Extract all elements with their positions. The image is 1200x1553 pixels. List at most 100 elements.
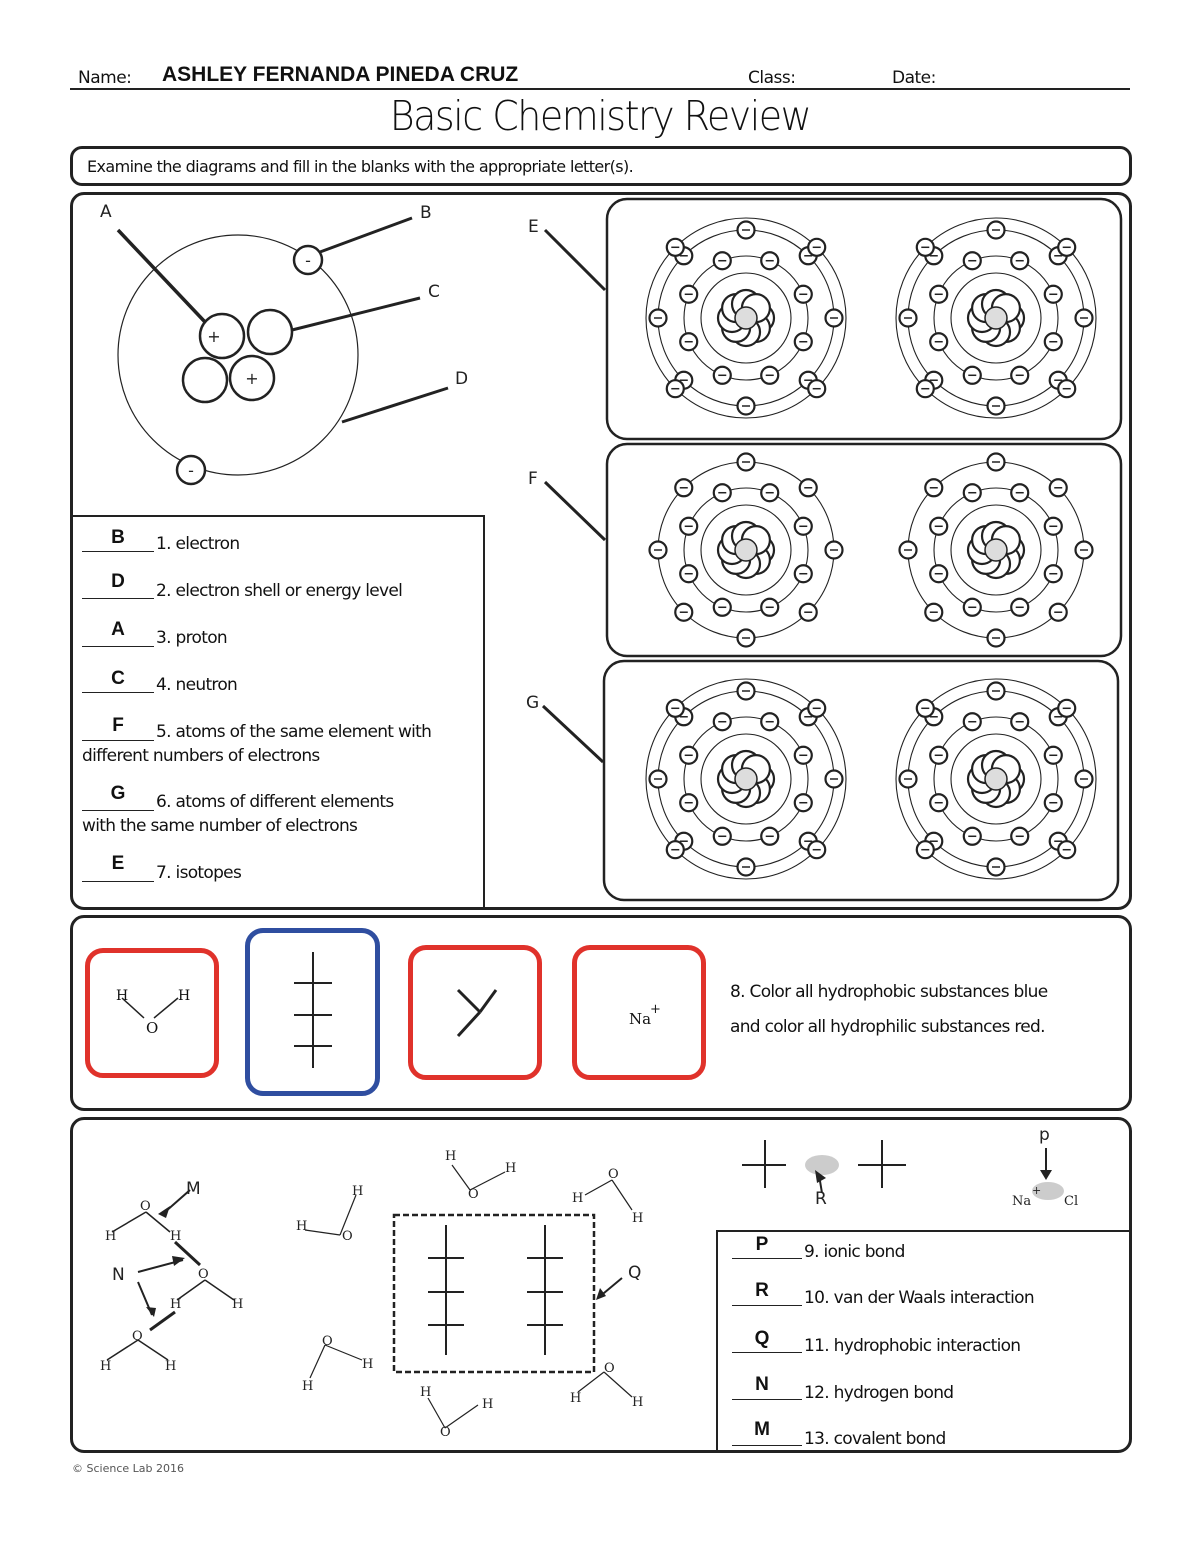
atom-symbol: H [482,1397,493,1412]
question-label: proton [175,628,228,648]
label-r: R [815,1189,827,1209]
answer-blank[interactable] [732,1352,802,1353]
answer-value: G [110,783,126,804]
shell-ring [895,217,1097,419]
atom-symbol: H [632,1211,643,1226]
answer-blank[interactable] [732,1399,802,1400]
scattered-waters [304,1164,633,1429]
answer-blank[interactable] [82,740,154,741]
bonds-section [70,1117,1132,1453]
proton-sign-2: + [245,369,258,388]
atom-section [70,192,1132,910]
answer-blank[interactable] [82,551,154,552]
shell-ring [700,504,792,596]
shell-ring [683,487,809,613]
answer-blank[interactable] [82,598,154,599]
neutron-2 [181,356,229,404]
answer-blank[interactable] [82,881,154,882]
electron-sign-1: - [305,251,311,270]
question-text: 3. proton [156,626,228,650]
atom-symbol: H [505,1161,516,1176]
atom-symbol: H [170,1297,181,1312]
diagram-box-f [605,442,1123,658]
atom-symbol: H [165,1359,176,1374]
van-der-waals-diagram [742,1140,1064,1200]
answer-blank[interactable] [732,1258,802,1259]
ionic-highlight [1032,1182,1064,1200]
atom-symbol: H [105,1229,116,1244]
label-g: G [526,693,539,713]
atom-symbol: O [132,1329,143,1344]
answer-value: D [111,571,125,592]
answer-blank[interactable] [82,810,154,811]
answer-value: Q [754,1328,770,1349]
question-number: 12. [804,1383,830,1403]
diagram-box-g [602,659,1120,902]
question-number: 5. [156,722,172,742]
question-text: 12. hydrogen bond [804,1381,954,1405]
label-n: N [112,1265,125,1285]
answer-value: R [755,1280,769,1301]
atom-symbol: H [170,1229,181,1244]
question-text: 13. covalent bond [804,1427,946,1451]
question-label: covalent bond [833,1429,947,1449]
class-label: Class: [748,68,796,88]
leader-line-a [116,228,207,324]
hydrocarbon-structure [294,952,332,1068]
question-label: ionic bond [823,1242,906,1262]
atom-symbol: O [198,1267,209,1282]
question-number: 1. [156,534,172,554]
shell-ring [683,255,809,381]
student-name: ASHLEY FERNANDA PINEDA CRUZ [162,63,519,86]
header-rule [70,88,1130,90]
ammonia-molecule-box[interactable] [408,945,542,1080]
proton-1 [198,312,246,360]
atom-symbol: H [232,1297,243,1312]
questions-box-1 [70,515,485,910]
atom-symbol: O [322,1334,333,1349]
question-number: 4. [156,675,172,695]
answer-value: E [111,853,125,874]
atom-symbol: H [570,1391,581,1406]
atom-symbol: H [296,1219,307,1234]
shell-ring [933,487,1059,613]
sodium-ion-box[interactable]: Na + [572,945,706,1080]
answer-blank[interactable] [82,692,154,693]
proton-2 [228,354,276,402]
proton-sign-1: + [207,327,220,346]
question-label: atoms of different elements [175,792,395,812]
atom-symbol: O [342,1229,353,1244]
vdw-highlight [805,1155,839,1175]
atom-symbol: O [604,1361,615,1376]
atom-symbol: Cl [1064,1194,1078,1209]
label-m: M [186,1179,201,1199]
hydrocarbon-box[interactable] [245,928,380,1096]
sodium-charge: + [650,1002,661,1017]
question-text: 1. electron [156,532,240,556]
answer-value: M [754,1419,770,1440]
instructions-text: Examine the diagrams and fill in the bla… [87,157,634,176]
shell-ring [645,217,847,419]
label-d: D [455,369,468,389]
question-number: 7. [156,863,172,883]
copyright-footer: © Science Lab 2016 [72,1462,184,1475]
atom-symbol: H [632,1395,643,1410]
leader-line-f [543,480,607,542]
question-text: 2. electron shell or energy level [156,579,403,603]
answer-value: A [111,619,125,640]
page-title: Basic Chemistry Review [389,92,812,140]
answer-blank[interactable] [82,646,154,647]
hydro-instruction-2: and color all hydrophilic substances red… [730,1017,1046,1037]
label-c: C [428,282,440,302]
electron-sign-2: - [188,461,194,480]
answer-value: F [112,715,124,736]
shell-ring [950,504,1042,596]
shell-ring [950,733,1042,825]
question-text-line2: different numbers of electrons [82,746,320,766]
arrowheads [146,1170,1052,1317]
answer-blank[interactable] [732,1305,802,1306]
ammonia-bonds [456,988,498,1038]
answer-blank[interactable] [732,1445,802,1446]
shell-ring [933,716,1059,842]
